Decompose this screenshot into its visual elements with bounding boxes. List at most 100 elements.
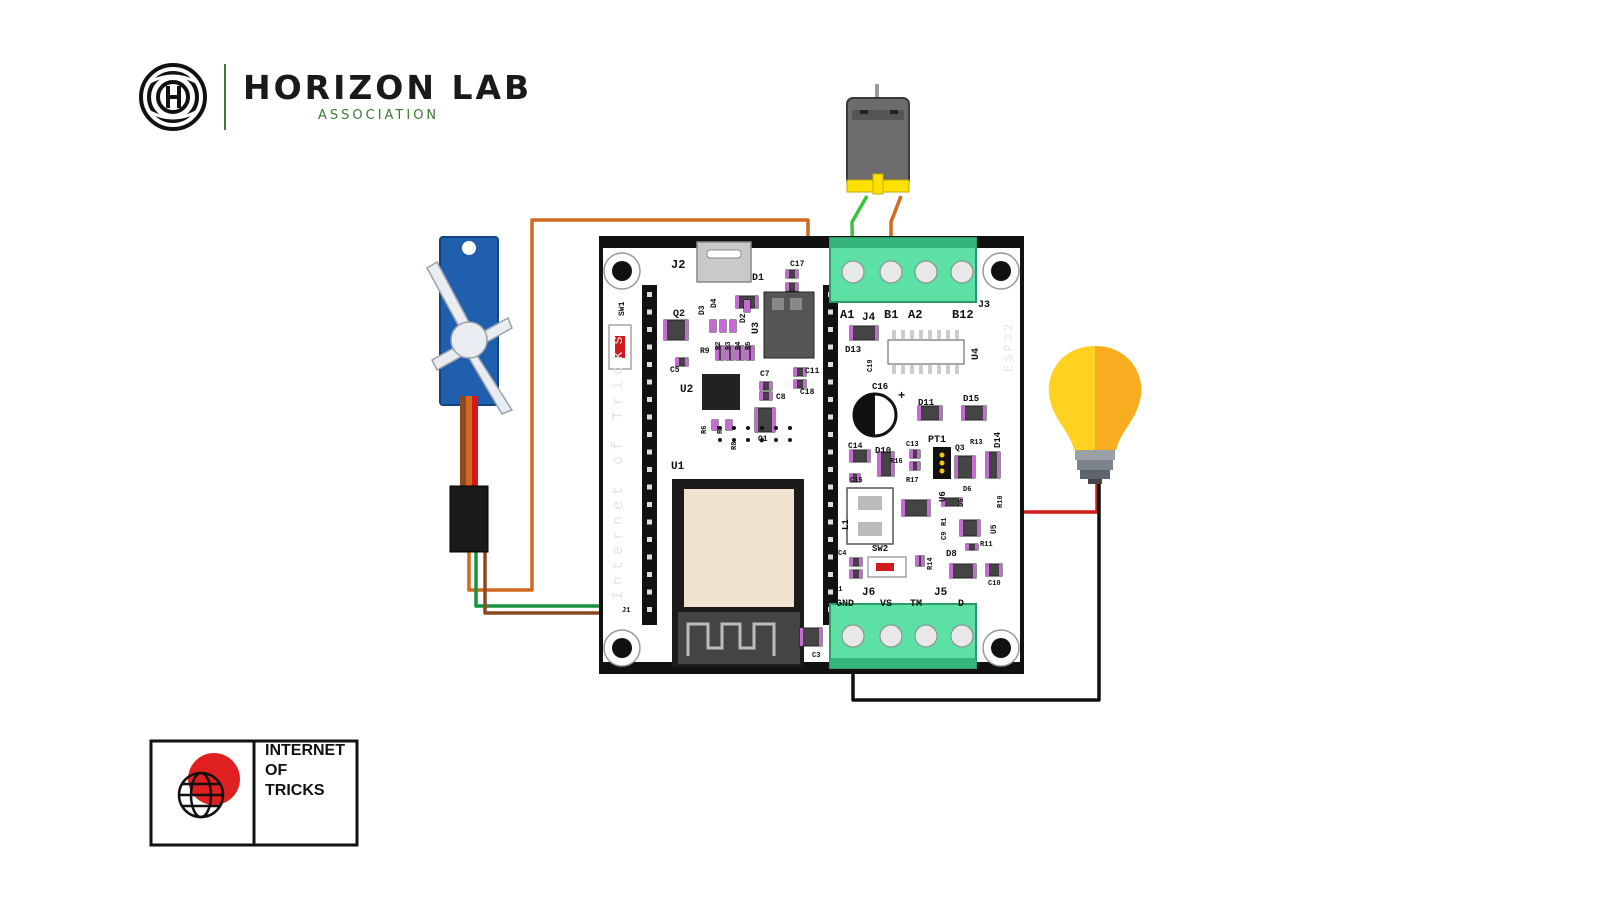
switch-sw1 — [608, 324, 632, 370]
header-pin — [828, 449, 833, 455]
smd-pad — [786, 283, 789, 291]
esp32-driver-board: J2 D1 C17 Q2 R9 C5 C7 C8 C11 C18 U2 Q1 U… — [599, 236, 1024, 674]
smd-pad — [795, 283, 798, 291]
smd-part — [785, 269, 799, 279]
header-pin — [647, 327, 652, 332]
header-pin — [828, 502, 833, 507]
chip-u4 — [887, 330, 965, 374]
label-c3: C3 — [812, 652, 820, 660]
label-pt1: PT1 — [928, 435, 946, 446]
header-pin — [828, 327, 833, 332]
header-pin — [647, 537, 652, 542]
label-d1: D1 — [752, 273, 764, 284]
smd-pad — [721, 346, 724, 360]
label-j6: J6 — [862, 587, 875, 599]
label-plus: + — [898, 389, 905, 403]
label-b1: B1 — [884, 308, 898, 322]
header-pin — [647, 519, 652, 525]
smd-pad — [712, 420, 715, 430]
smd-pad — [975, 544, 978, 550]
smd-part — [909, 461, 921, 471]
header-pin — [828, 467, 833, 472]
smd-pad — [755, 296, 758, 308]
smd-part — [785, 282, 799, 292]
label-u3: U3 — [751, 322, 762, 334]
label-c5: C5 — [670, 366, 680, 375]
smd-part — [745, 345, 755, 361]
smd-part — [793, 379, 807, 389]
wire-servo-brown — [483, 552, 650, 615]
smd-part — [759, 381, 773, 391]
smd-pad — [918, 406, 921, 420]
smd-part — [877, 451, 895, 477]
capacitor-c16 — [852, 392, 898, 438]
smd-part — [954, 455, 976, 479]
smd-part — [663, 319, 689, 341]
via — [788, 438, 792, 442]
smd-pad — [850, 326, 853, 340]
chip-u2 — [702, 374, 740, 410]
label-r14: R14 — [927, 557, 935, 570]
label-j4: J4 — [862, 312, 876, 324]
header-pins — [647, 292, 833, 612]
smd-part — [915, 555, 925, 567]
via — [760, 426, 764, 430]
smd-pad — [850, 474, 853, 482]
pin-header-right — [823, 285, 838, 625]
label-u5: U5 — [990, 524, 999, 534]
smd-pad — [878, 452, 881, 476]
chip-pin — [946, 330, 950, 339]
header-pin — [647, 414, 652, 420]
label-d15: D15 — [963, 394, 979, 404]
smd-pad — [916, 556, 919, 566]
via — [746, 426, 750, 430]
smd-pad — [786, 270, 789, 278]
header-pin — [828, 519, 833, 525]
chip-pin — [928, 330, 932, 339]
smd-pad — [729, 420, 732, 430]
header-pin — [828, 414, 833, 420]
smd-pad — [772, 408, 775, 432]
iot-line-1: INTERNET — [265, 742, 345, 759]
header-pin — [647, 397, 652, 402]
smd-pad — [859, 570, 862, 578]
switch-sw2 — [867, 556, 907, 578]
servo-motor — [425, 236, 514, 553]
header-pin — [647, 362, 652, 367]
header-pin — [647, 309, 652, 315]
smd-part — [711, 419, 719, 431]
chip-pin — [937, 330, 941, 339]
via — [760, 438, 764, 442]
esp32-module — [672, 479, 804, 667]
header-pin — [647, 572, 652, 577]
smd-pad — [715, 420, 718, 430]
smd-part — [961, 405, 987, 421]
smd-pad — [910, 450, 913, 458]
label-c13: C13 — [906, 441, 919, 449]
header-pin — [828, 554, 833, 560]
label-d2: D2 — [739, 313, 748, 323]
chip-pin — [955, 330, 959, 339]
label-l1: L1 — [841, 519, 851, 530]
smd-pad — [867, 450, 870, 462]
header-pin — [828, 432, 833, 437]
header-pin — [647, 449, 652, 455]
smd-pad — [726, 420, 729, 430]
terminal-block-j6-j5 — [829, 603, 977, 669]
smd-pad — [857, 474, 860, 482]
smd-pad — [973, 564, 976, 578]
header-pin — [647, 607, 652, 612]
smd-pad — [716, 346, 719, 360]
smd-body — [901, 499, 931, 517]
label-j2: J2 — [671, 258, 685, 272]
label-r4: R4 — [735, 342, 743, 350]
smd-pad — [966, 544, 969, 550]
iot-line-2: OF — [265, 762, 288, 779]
logo-divider — [224, 64, 226, 130]
label-r13: R13 — [970, 439, 983, 447]
smd-pad — [751, 346, 754, 360]
label-d10: D10 — [875, 446, 891, 456]
label-r5: R5 — [745, 342, 753, 350]
via — [718, 438, 722, 442]
smd-part — [735, 345, 745, 361]
